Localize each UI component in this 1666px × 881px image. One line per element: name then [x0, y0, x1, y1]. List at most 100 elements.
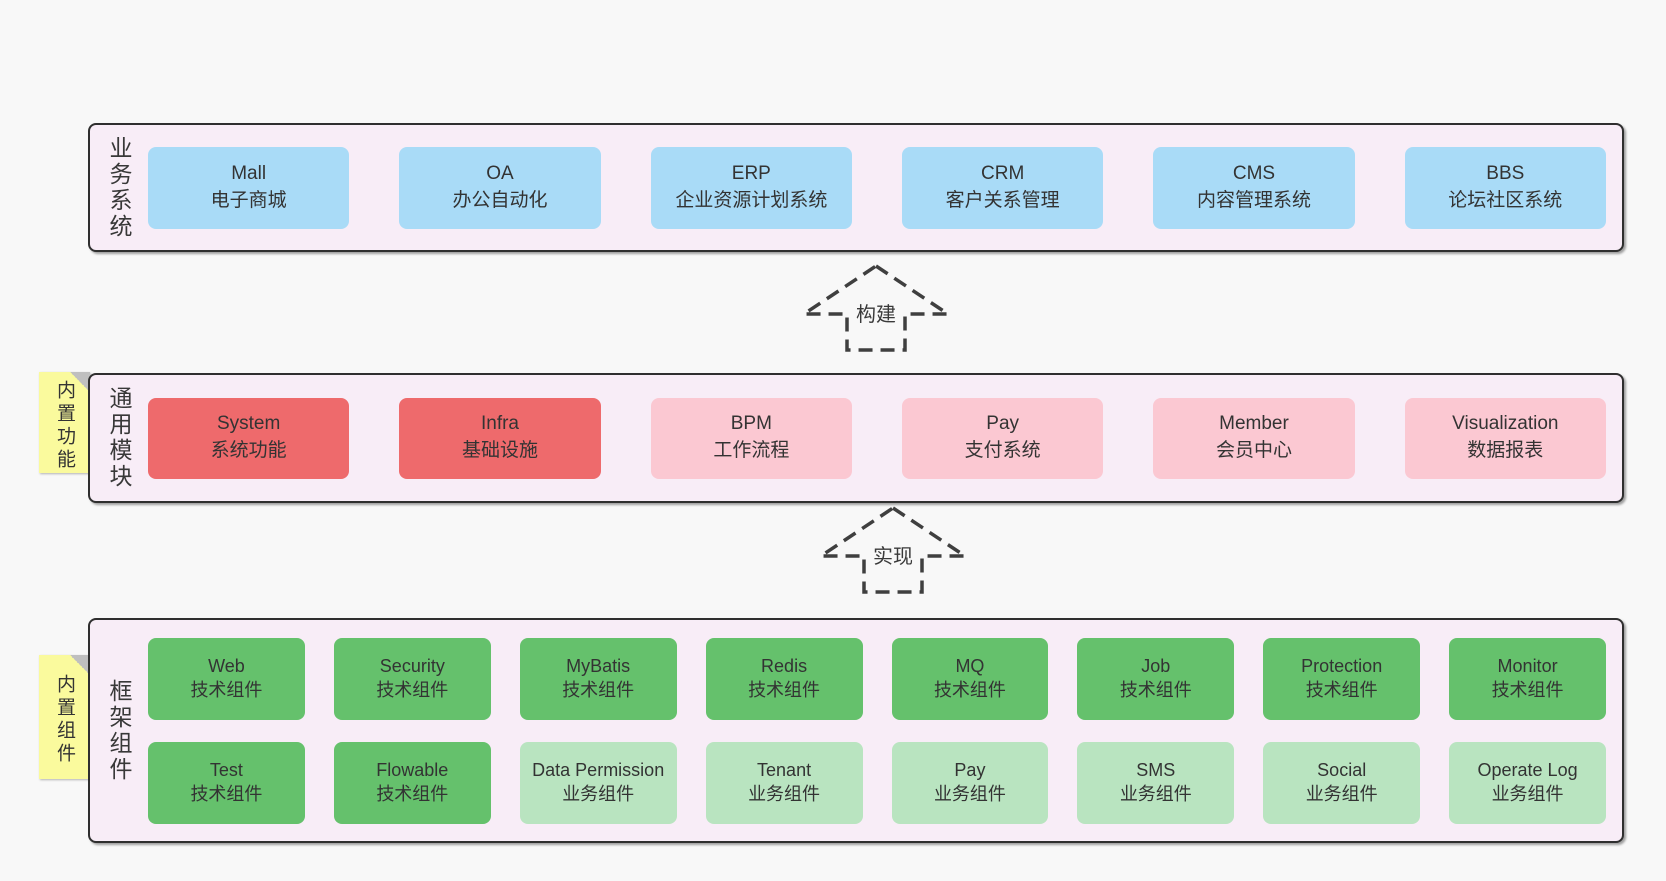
box-title: MQ — [955, 656, 985, 677]
band-business-systems: 业务系统 Mall 电子商城 OA 办公自动化 ERP 企业资源计划系统 CRM… — [88, 123, 1624, 252]
box-social: Social 业务组件 — [1263, 741, 1421, 824]
box-subtitle: 技术组件 — [376, 679, 449, 700]
box-flowable: Flowable 技术组件 — [333, 741, 491, 824]
box-data-permission: Data Permission 业务组件 — [519, 741, 677, 824]
box-pay: Pay 支付系统 — [901, 397, 1104, 479]
sticky-label: 内置功能 — [54, 379, 75, 472]
box-title: Infra — [480, 413, 519, 435]
arrow-label: 实现 — [868, 539, 918, 570]
box-subtitle: 技术组件 — [1491, 679, 1564, 700]
box-subtitle: 论坛社区系统 — [1448, 189, 1563, 211]
box-title: CMS — [1232, 162, 1276, 184]
dashed-up-arrow-icon — [818, 506, 968, 594]
band-framework-components: 框架组件 Web 技术组件 Security 技术组件 MyBatis 技术组件… — [88, 618, 1624, 843]
box-title: Flowable — [376, 760, 449, 781]
box-title: Member — [1219, 413, 1289, 435]
box-title: Mall — [231, 162, 267, 184]
box-subtitle: 基础设施 — [461, 440, 538, 461]
box-sms: SMS 业务组件 — [1077, 741, 1235, 824]
band-label-modules: 通用模块 — [106, 386, 132, 490]
box-subtitle: 电子商城 — [210, 189, 287, 211]
box-title: Operate Log — [1477, 760, 1578, 781]
box-title: Social — [1317, 760, 1367, 781]
box-subtitle: 客户关系管理 — [945, 189, 1060, 211]
band-content: System 系统功能 Infra 基础设施 BPM 工作流程 Pay 支付系统… — [148, 375, 1622, 501]
band-content: Mall 电子商城 OA 办公自动化 ERP 企业资源计划系统 CRM 客户关系… — [148, 125, 1622, 250]
folded-corner-icon — [70, 655, 90, 675]
box-subtitle: 技术组件 — [748, 679, 821, 700]
box-subtitle: 业务组件 — [748, 783, 821, 804]
sticky-note-builtin-components: 内置组件 — [39, 655, 90, 779]
box-pay-business: Pay 业务组件 — [891, 741, 1049, 824]
box-subtitle: 技术组件 — [1305, 679, 1378, 700]
box-subtitle: 技术组件 — [190, 679, 263, 700]
box-subtitle: 会员中心 — [1215, 440, 1292, 461]
box-subtitle: 技术组件 — [562, 679, 635, 700]
box-title: BBS — [1486, 162, 1525, 184]
box-crm: CRM 客户关系管理 — [901, 146, 1104, 229]
box-row: Mall 电子商城 OA 办公自动化 ERP 企业资源计划系统 CRM 客户关系… — [148, 146, 1606, 229]
box-title: Protection — [1301, 656, 1383, 677]
box-test: Test 技术组件 — [148, 741, 305, 824]
band-label-components: 框架组件 — [106, 678, 132, 783]
box-title: Security — [379, 656, 445, 677]
box-erp: ERP 企业资源计划系统 — [650, 146, 852, 229]
box-title: ERP — [731, 162, 771, 184]
box-title: Redis — [761, 656, 808, 677]
box-row: Web 技术组件 Security 技术组件 MyBatis 技术组件 Redi… — [148, 637, 1606, 720]
box-member: Member 会员中心 — [1153, 397, 1355, 479]
box-title: Pay — [954, 760, 986, 781]
band-content: Web 技术组件 Security 技术组件 MyBatis 技术组件 Redi… — [148, 620, 1622, 841]
box-web: Web 技术组件 — [148, 637, 305, 720]
box-title: MyBatis — [566, 656, 631, 677]
box-subtitle: 技术组件 — [190, 783, 263, 804]
arrow-up-build: 构建 — [801, 264, 951, 352]
folded-corner-icon — [70, 372, 90, 392]
box-cms: CMS 内容管理系统 — [1153, 146, 1355, 229]
box-job: Job 技术组件 — [1077, 637, 1235, 720]
box-subtitle: 数据报表 — [1467, 440, 1544, 461]
box-title: Tenant — [757, 760, 812, 781]
box-system: System 系统功能 — [148, 397, 350, 479]
box-redis: Redis 技术组件 — [705, 637, 863, 720]
box-subtitle: 内容管理系统 — [1196, 189, 1311, 211]
sticky-note-builtin-features: 内置功能 — [39, 372, 90, 473]
box-title: Web — [208, 656, 245, 677]
box-mybatis: MyBatis 技术组件 — [519, 637, 677, 720]
box-subtitle: 技术组件 — [933, 679, 1006, 700]
box-title: Job — [1141, 656, 1171, 677]
box-visualization: Visualization 数据报表 — [1404, 397, 1606, 479]
box-oa: OA 办公自动化 — [399, 146, 601, 229]
box-monitor: Monitor 技术组件 — [1449, 637, 1606, 720]
box-subtitle: 业务组件 — [1491, 783, 1564, 804]
box-title: CRM — [981, 162, 1025, 184]
box-protection: Protection 技术组件 — [1263, 637, 1421, 720]
box-title: Data Permission — [532, 760, 665, 781]
box-subtitle: 业务组件 — [1305, 783, 1378, 804]
box-subtitle: 企业资源计划系统 — [675, 189, 828, 211]
box-bpm: BPM 工作流程 — [650, 397, 852, 479]
box-row: Test 技术组件 Flowable 技术组件 Data Permission … — [148, 741, 1606, 824]
box-subtitle: 系统功能 — [210, 440, 287, 461]
box-subtitle: 业务组件 — [1119, 783, 1192, 804]
box-title: Monitor — [1497, 656, 1558, 677]
box-subtitle: 业务组件 — [933, 783, 1006, 804]
box-title: BPM — [730, 413, 772, 435]
sticky-label: 内置组件 — [54, 674, 75, 766]
box-subtitle: 支付系统 — [964, 440, 1041, 461]
box-title: Visualization — [1452, 413, 1559, 435]
box-title: Test — [209, 760, 243, 781]
box-subtitle: 办公自动化 — [452, 189, 548, 211]
box-row: System 系统功能 Infra 基础设施 BPM 工作流程 Pay 支付系统… — [148, 397, 1606, 479]
box-tenant: Tenant 业务组件 — [705, 741, 863, 824]
box-security: Security 技术组件 — [333, 637, 491, 720]
box-subtitle: 技术组件 — [1119, 679, 1192, 700]
box-title: SMS — [1136, 760, 1176, 781]
band-common-modules: 通用模块 System 系统功能 Infra 基础设施 BPM 工作流程 Pay… — [88, 373, 1624, 503]
dashed-up-arrow-icon — [801, 264, 951, 352]
box-mq: MQ 技术组件 — [891, 637, 1049, 720]
arrow-label: 构建 — [851, 297, 901, 328]
box-title: Pay — [986, 413, 1020, 435]
box-subtitle: 技术组件 — [376, 783, 449, 804]
